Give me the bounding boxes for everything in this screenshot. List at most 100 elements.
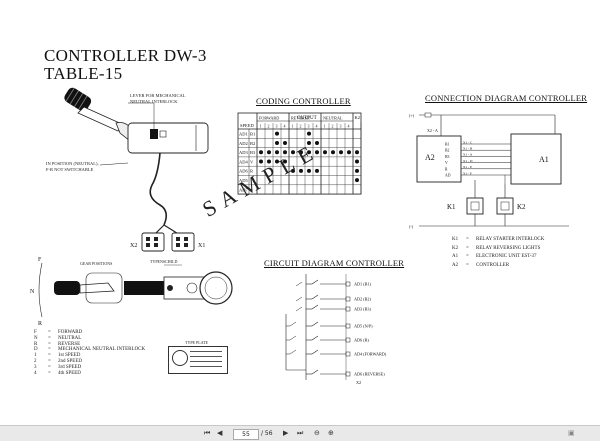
row-code-label: R [250,169,253,174]
legend-key: 4 [34,370,37,376]
zoom-out-icon[interactable]: ⊖ [314,429,320,437]
group-label: FORWARD [259,116,279,121]
subcol-number: 1 [292,124,294,129]
circuit-output-label: AD3 (B3) [354,307,371,312]
coding-dot [275,150,279,155]
circuit-output-label: AD6 (R) [354,338,369,343]
label-n: N [30,289,35,295]
subcol-number: 3 [276,124,278,129]
zoom-in-icon[interactable]: ⊕ [328,429,334,437]
first-page-icon[interactable]: ⏮ [204,429,211,437]
coding-dot [291,150,295,155]
group-label-speed: SPEED [240,123,255,128]
coding-dot [275,131,279,136]
legend-key: 1 [34,353,37,359]
plus-label: (+) [409,113,415,118]
connection-legend-key: K1 [452,237,459,242]
coding-title: CODING CONTROLLER [256,96,351,106]
label-r: R [38,321,42,327]
legend-row: 3=3rd SPEED [34,365,145,371]
subcol-number: 2 [332,124,334,129]
coding-dot [315,150,319,155]
neutral-label-line2: F-R NOT SWITCHABLE [46,166,94,172]
circuit-output-label: AD6 (REVERSE) [354,372,385,377]
coding-dot [355,178,359,183]
legend-desc: 2nd SPEED [58,358,83,364]
legend-row: D=MECHANICAL NEUTRAL INTERLOCK [34,347,145,353]
subcol-number: 3 [308,124,310,129]
legend-row: F = FORWARD [34,330,145,336]
connection-legend-equals: = [466,262,469,268]
legend-equals: = [48,330,51,335]
logo-icon: ▣ [568,429,575,437]
connection-legend-desc: CONTROLLER [476,262,510,268]
circuit-diagram: AD1 (B1)AD2 (B2)AD3 (B3)AD5 (N/P)AD6 (R)… [285,274,387,385]
x2a-label: X2 - A [427,128,438,133]
previous-page-icon[interactable]: ◀ [217,429,223,437]
legend-equals: = [48,353,51,359]
subcol-number: 2 [268,124,270,129]
row-ad-label: AD3 [239,150,248,155]
circuit-output-label: AD4 (FORWARD) [354,352,387,357]
next-page-icon[interactable]: ▶ [283,429,289,437]
lever-label: LEVER FOR MECHANICAL NEUTRAL INTERLOCK [130,93,186,104]
subcol-number: 1 [260,124,262,129]
coding-dot [307,131,311,136]
type-plate-label: TYPE PLATE [185,340,208,345]
legend-desc: 4th SPEED [58,370,81,376]
total-pages: / 56 [261,430,273,437]
group-label: REVERSE [291,116,310,121]
type-plate-box: TYPE PLATE [168,340,228,374]
coding-dot [323,150,327,155]
legend-equals: = [48,364,51,370]
a1-label: A1 [539,155,549,164]
neutral-label-line1: IN POSITION (NEUTRAL), [46,161,99,166]
k1-label: K1 [447,203,456,211]
legend-equals: = [48,347,51,353]
coding-dot [315,140,319,145]
coding-dot [267,159,271,164]
legend-row: R=REVERSE [34,342,145,348]
coding-dot [315,168,319,173]
row-ad-label: AD6 [239,169,248,174]
coding-dot [307,140,311,145]
legend-desc: 3rd SPEED [58,364,82,370]
row-ad-label: AD5 [239,178,248,183]
circuit-output-label: AD2 (B2) [354,297,371,302]
group-label: NEUTRAL [323,116,343,121]
circuit-x2-label: X2 [356,380,361,385]
coding-dot [347,150,351,155]
legend-desc: REVERSE [58,341,81,347]
row-ad-label: AD1 [239,132,248,137]
coding-dot [275,159,279,164]
output-label: OUTPUT [297,116,317,121]
legend-row: 2=2nd SPEED [34,359,145,365]
circuit-output-label: AD5 (N/P) [354,324,373,329]
legend-equals: = [48,370,51,376]
connection-legend-equals: = [466,245,469,251]
legend-row: N=NEUTRAL [34,336,145,342]
connection-pin-left: B2 [445,149,450,153]
page-subtitle: TABLE-15 [44,64,123,83]
x2-connector-label: X2 [130,243,137,249]
minus-label: (-) [409,224,414,229]
connection-legend-equals: = [466,254,469,260]
legend-desc: 1st SPEED [58,353,81,359]
neutral-label: IN POSITION (NEUTRAL), F-R NOT SWITCHABL… [46,161,99,172]
connection-legend-equals: = [466,237,469,242]
connection-legend-desc: RELAY STARTER INTERLOCK [476,237,545,242]
row-ad-label: AD4 [239,159,248,164]
coding-dot [283,159,287,164]
legend-key: F [34,330,37,335]
last-page-icon[interactable]: ⏭ [297,429,304,437]
legend-desc: MECHANICAL NEUTRAL INTERLOCK [58,347,146,353]
coding-dot [331,150,335,155]
row-code-label: B2 [250,141,255,146]
connection-pin-left: B1 [445,143,450,147]
a2-label: A2 [425,153,435,162]
connection-pin-left: AD [445,174,451,178]
page-number-input[interactable]: 55 [233,429,259,440]
legend-desc: FORWARD [58,330,83,335]
